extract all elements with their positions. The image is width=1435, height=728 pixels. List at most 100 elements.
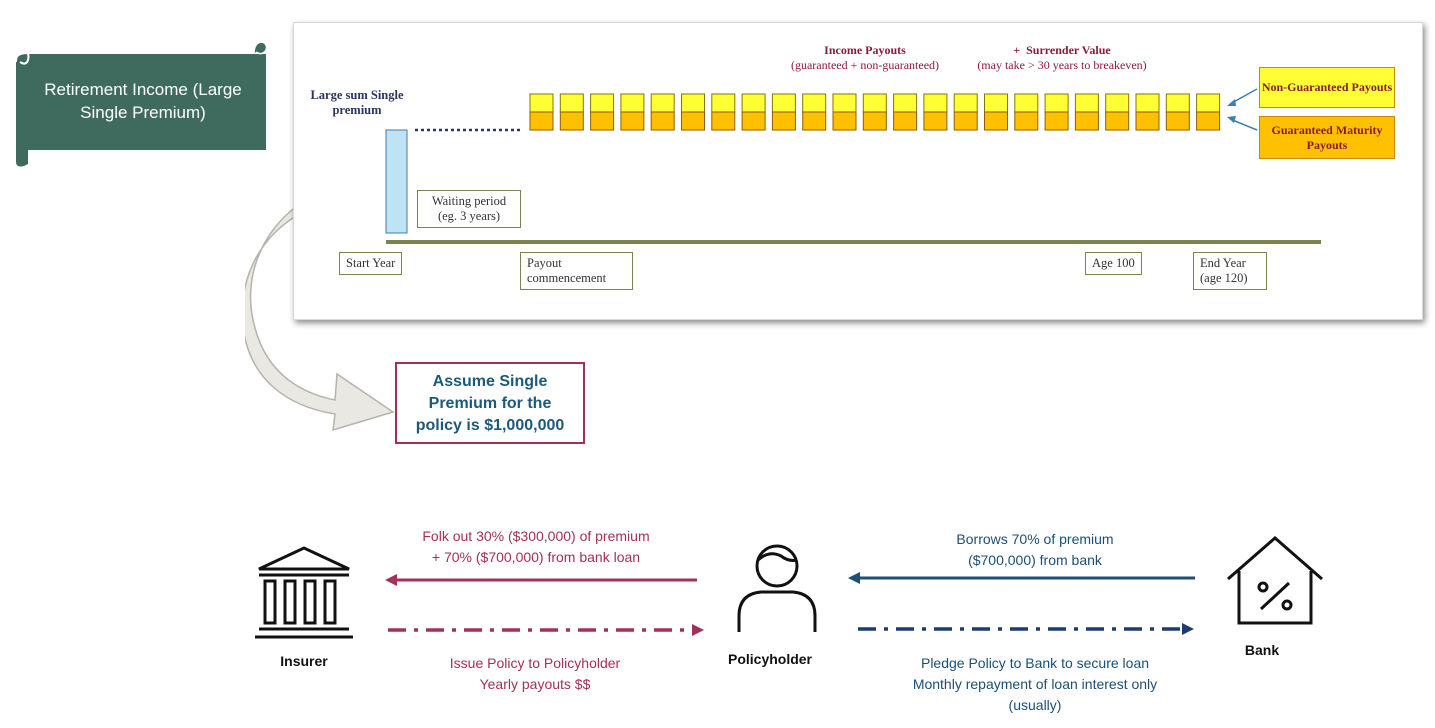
guaranteed-payout-square [650,111,675,131]
nonguaranteed-payout-square [832,93,857,113]
guaranteed-payout-square [681,111,705,131]
nonguaranteed-payout-square [984,93,1008,113]
nonguaranteed-payout-square [923,93,948,113]
from-bank-text: Borrows 70% of premium ($700,000) from b… [900,529,1170,571]
arrow-from-insurer-head [692,624,704,636]
guaranteed-payout-square [1014,111,1039,131]
income-payouts-header: Income Payouts (guaranteed + non-guarant… [760,43,970,73]
nonguaranteed-payout-square [1165,93,1190,113]
guaranteed-payout-square [832,111,857,131]
from-bank-line-1: Borrows 70% of premium [956,531,1114,547]
age-100-box: Age 100 [1085,252,1142,275]
nonguaranteed-payout-square [559,93,584,113]
guaranteed-payout-square [1165,111,1190,131]
guaranteed-payout-square [984,111,1008,131]
guaranteed-payout-square [1074,111,1099,131]
to-bank-text: Pledge Policy to Bank to secure loan Mon… [860,653,1210,716]
nonguaranteed-payout-square [1105,93,1130,113]
nonguaranteed-payout-square [529,93,554,113]
to-insurer-line-1: Folk out 30% ($300,000) of premium [422,528,650,544]
surrender-sub-text: (may take > 30 years to breakeven) [977,58,1147,72]
nonguaranteed-payout-square [953,93,978,113]
payout-squares [529,93,1221,131]
nonguaranteed-payout-square [650,93,675,113]
nonguaranteed-payout-square [802,93,827,113]
assume-premium-box: Assume Single Premium for the policy is … [395,362,585,444]
pointer-nonguaranteed-head [1227,99,1236,106]
nonguaranteed-payout-square [1196,93,1221,113]
banner-title: Retirement Income (Large Single Premium) [44,80,242,122]
pointer-guaranteed-head [1227,116,1236,123]
nonguaranteed-payout-square [893,93,918,113]
from-insurer-line-2: Yearly payouts $$ [479,676,591,692]
from-bank-line-2: ($700,000) from bank [968,552,1102,568]
start-year-box: Start Year [339,252,403,275]
nonguaranteed-payout-square [862,93,887,113]
person-icon [737,544,817,632]
nonguaranteed-payout-square [771,93,796,113]
assume-line-2: Premium for the [428,395,552,412]
income-header-text: Income Payouts [824,43,906,57]
waiting-period-text: Waiting period [431,194,507,208]
from-insurer-line-1: Issue Policy to Policyholder [449,655,621,671]
nonguaranteed-payout-square [681,93,705,113]
guaranteed-payout-square [1135,111,1160,131]
guaranteed-payout-square [590,111,615,131]
house-percent-icon [1227,536,1323,625]
curved-arrow [245,179,395,432]
to-bank-line-1: Pledge Policy to Bank to secure loan [920,655,1150,671]
premium-label: Large sum Single premium [310,88,404,117]
guaranteed-payout-square [923,111,948,131]
end-year-text: End Year [1200,256,1246,270]
assume-line-3: policy is $1,000,000 [415,417,565,434]
nonguaranteed-payout-square [1074,93,1099,113]
payout-commencement-box: Payout commencement [520,252,633,290]
end-age-text: (age 120) [1200,271,1248,285]
guaranteed-payout-square [1105,111,1130,131]
waiting-period-box: Waiting period (eg. 3 years) [417,190,521,228]
to-bank-line-2: Monthly repayment of loan interest only [912,676,1158,692]
arrow-to-insurer-head [385,574,397,586]
waiting-example-text: (eg. 3 years) [437,209,501,223]
guaranteed-payout-square [1044,111,1069,131]
timeline-graphics [385,88,1321,244]
guaranteed-payout-square [529,111,554,131]
banner-scroll [15,41,268,167]
guaranteed-payout-square [711,111,736,131]
surrender-value-header: + Surrender Value (may take > 30 years t… [962,43,1162,73]
from-insurer-text: Issue Policy to Policyholder Yearly payo… [390,653,680,695]
bank-label: Bank [1244,642,1280,658]
end-year-box: End Year (age 120) [1193,252,1267,290]
nonguaranteed-payout-square [741,93,766,113]
arrow-to-bank-head [1182,623,1194,635]
arrow-from-bank-head [848,572,860,584]
guaranteed-payout-square [953,111,978,131]
premium-bar [385,129,408,234]
guaranteed-payout-square [862,111,887,131]
nonguaranteed-payout-square [1044,93,1069,113]
legend-guaranteed: Guaranteed Maturity Payouts [1259,116,1395,159]
income-sub-text: (guaranteed + non-guaranteed) [790,58,940,72]
insurer-label: Insurer [280,653,328,669]
surrender-header-text: Surrender Value [1026,43,1111,57]
commencement-text: commencement [527,271,607,285]
guaranteed-payout-square [1196,111,1221,131]
legend-nonguaranteed: Non-Guaranteed Payouts [1259,67,1395,108]
guaranteed-payout-square [741,111,766,131]
assume-line-1: Assume Single [432,373,548,390]
to-insurer-line-2: + 70% ($700,000) from bank loan [431,549,641,565]
bank-building-icon [255,546,353,639]
plus-sign: + [1013,43,1021,57]
guaranteed-payout-square [771,111,796,131]
guaranteed-payout-square [893,111,918,131]
flow-arrows [385,572,1195,636]
nonguaranteed-payout-square [590,93,615,113]
guaranteed-payout-square [559,111,584,131]
nonguaranteed-payout-square [1014,93,1039,113]
nonguaranteed-payout-square [620,93,645,113]
to-bank-line-3: (usually) [1008,697,1062,713]
payout-text: Payout [527,256,562,270]
guaranteed-payout-square [802,111,827,131]
to-insurer-text: Folk out 30% ($300,000) of premium + 70%… [380,526,692,568]
guaranteed-payout-square [620,111,645,131]
